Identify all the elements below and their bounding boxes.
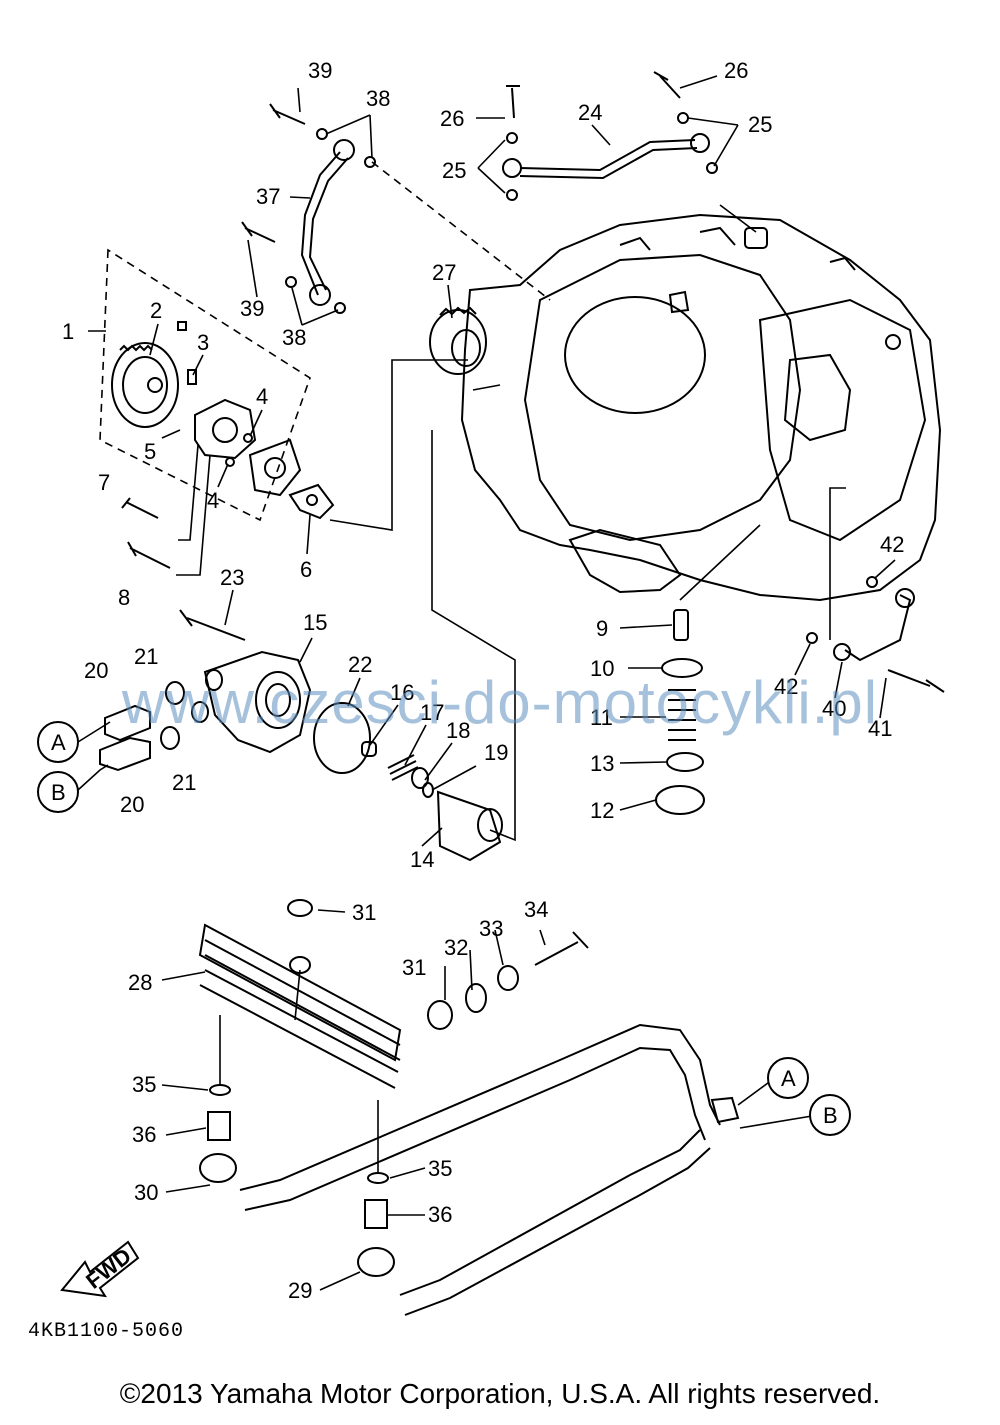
callout-numbers: 1 2 3 4 4 5 6 7 8 9 10 11 12 13 14 15 16… xyxy=(62,58,904,1303)
copyright-notice: ©2013 Yamaha Motor Corporation, U.S.A. A… xyxy=(119,1378,881,1409)
fwd-arrow: FWD xyxy=(60,1240,140,1298)
callout-15: 15 xyxy=(303,610,327,635)
leader-lines xyxy=(77,75,896,1291)
callout-40: 40 xyxy=(822,696,846,721)
callout-20a: 20 xyxy=(84,658,108,683)
callout-31a: 31 xyxy=(352,900,376,925)
callout-37: 37 xyxy=(256,184,280,209)
connector-a-left-label: A xyxy=(51,730,66,755)
callout-1: 1 xyxy=(62,319,74,344)
fwd-label: FWD xyxy=(81,1243,136,1294)
callout-2: 2 xyxy=(150,298,162,323)
callout-10: 10 xyxy=(590,656,614,681)
oil-pipes xyxy=(285,112,718,314)
callout-17: 17 xyxy=(420,700,444,725)
callout-13: 13 xyxy=(590,751,614,776)
callout-31b: 31 xyxy=(402,955,426,980)
callout-25a: 25 xyxy=(442,158,466,183)
callout-9: 9 xyxy=(596,616,608,641)
callout-4b: 4 xyxy=(207,488,219,513)
callout-41: 41 xyxy=(868,716,892,741)
callout-26b: 26 xyxy=(724,58,748,83)
crankcase xyxy=(460,213,942,602)
watermark: www.czesci-do-motocykli.pl xyxy=(121,669,879,736)
callout-33: 33 xyxy=(479,916,503,941)
callout-21b: 21 xyxy=(172,770,196,795)
callout-8: 8 xyxy=(118,585,130,610)
callout-42a: 42 xyxy=(880,532,904,557)
gear xyxy=(429,306,487,375)
callout-5: 5 xyxy=(144,439,156,464)
callout-25b: 25 xyxy=(748,112,772,137)
bracket xyxy=(806,576,915,662)
callout-6: 6 xyxy=(300,557,312,582)
callout-28: 28 xyxy=(128,970,152,995)
callout-24: 24 xyxy=(578,100,602,125)
connector-b-left-label: B xyxy=(51,780,66,805)
callout-19: 19 xyxy=(484,740,508,765)
oil-cooler xyxy=(198,899,740,1316)
bolts xyxy=(121,71,945,966)
callout-39b: 39 xyxy=(240,296,264,321)
connector-b-left xyxy=(37,771,79,813)
callout-22: 22 xyxy=(348,652,372,677)
callout-20b: 20 xyxy=(120,792,144,817)
callout-3: 3 xyxy=(197,330,209,355)
callout-12: 12 xyxy=(590,798,614,823)
callout-36a: 36 xyxy=(132,1122,156,1147)
callout-38a: 38 xyxy=(366,86,390,111)
callout-32: 32 xyxy=(444,935,468,960)
hose-fittings xyxy=(99,704,151,772)
callout-35a: 35 xyxy=(132,1072,156,1097)
connector-a-right-label: A xyxy=(781,1066,796,1091)
oil-pump-assembly xyxy=(99,248,335,522)
diagram-reference-code: 4KB1100-5060 xyxy=(28,1320,185,1343)
callout-4a: 4 xyxy=(256,384,268,409)
callout-42b: 42 xyxy=(774,674,798,699)
callout-21a: 21 xyxy=(134,644,158,669)
callout-30: 30 xyxy=(134,1180,158,1205)
connector-a-right xyxy=(767,1057,809,1099)
callout-7: 7 xyxy=(98,470,110,495)
connector-b-right xyxy=(809,1094,851,1136)
callout-34: 34 xyxy=(524,897,548,922)
callout-29: 29 xyxy=(288,1278,312,1303)
callout-14: 14 xyxy=(410,847,434,872)
callout-35b: 35 xyxy=(428,1156,452,1181)
callout-16: 16 xyxy=(390,680,414,705)
callout-36b: 36 xyxy=(428,1202,452,1227)
connector-markers: A B A B xyxy=(37,721,851,1136)
connector-b-right-label: B xyxy=(823,1103,838,1128)
callout-23: 23 xyxy=(220,565,244,590)
callout-27: 27 xyxy=(432,260,456,285)
callout-26a: 26 xyxy=(440,106,464,131)
connector-a-left xyxy=(37,721,79,763)
callout-39a: 39 xyxy=(308,58,332,83)
callout-11: 11 xyxy=(590,705,613,730)
callout-38b: 38 xyxy=(282,325,306,350)
callout-18: 18 xyxy=(446,718,470,743)
